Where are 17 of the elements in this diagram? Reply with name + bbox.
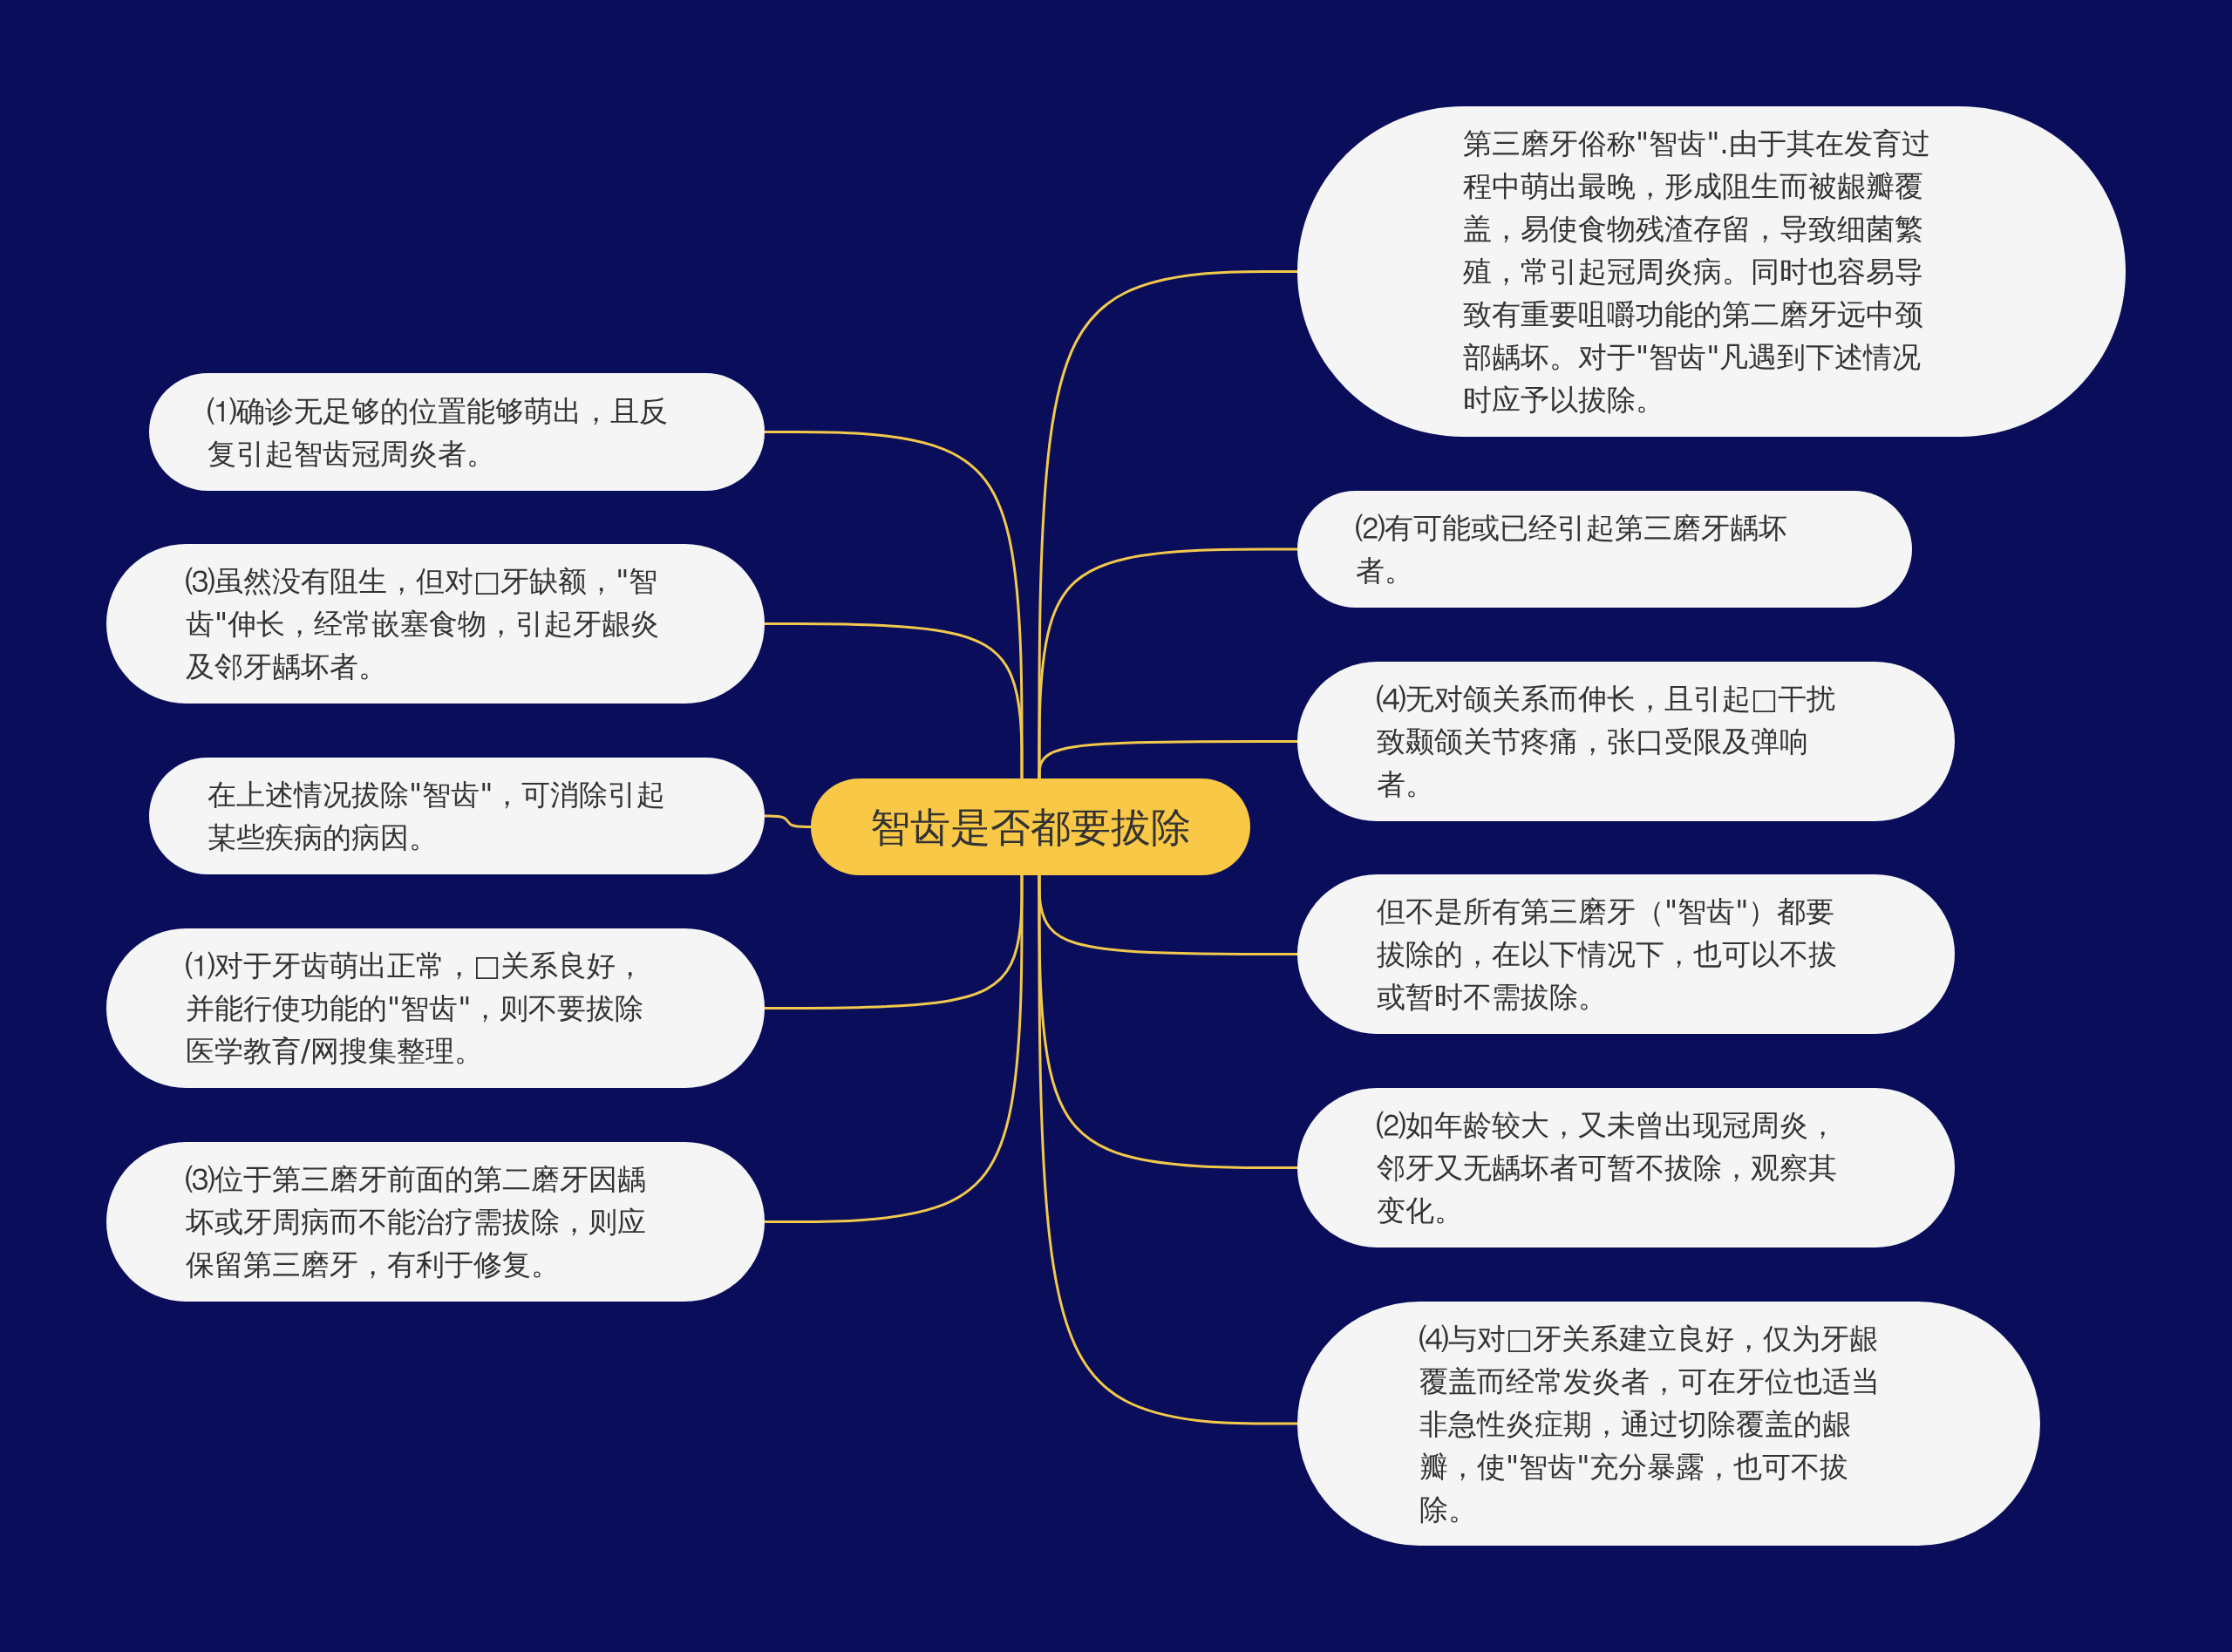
topic-text: ⑵如年龄较大，又未曾出现冠周炎，邻牙又无龋坏者可暂不拔除，观察其变化。 bbox=[1377, 1107, 1838, 1229]
connector-line bbox=[765, 814, 811, 828]
connector-line bbox=[1038, 875, 1297, 1425]
topic-text: ⑷无对颌关系而伸长，且引起□干扰致颞颌关节疼痛，张口受限及弹响者。 bbox=[1377, 681, 1837, 803]
topic-text: ⑶位于第三磨牙前面的第二磨牙因龋坏或牙周病而不能治疗需拔除，则应保留第三磨牙，有利于修复。 bbox=[186, 1161, 647, 1283]
topic-text: 但不是所有第三磨牙（"智齿"）都要拔除的，在以下情况下，也可以不拔或暂时不需拔除。 bbox=[1377, 894, 1838, 1016]
topic-text: 在上述情况拔除"智齿"，可消除引起某些疾病的病因。 bbox=[208, 777, 667, 856]
topic-text: ⑵有可能或已经引起第三磨牙龋坏者。 bbox=[1356, 510, 1788, 589]
topic-text: ⑷与对□牙关系建立良好，仅为牙龈覆盖而经常发炎者，可在牙位也适当非急性炎症期，通过切除覆盖的龈瓣，使"智齿"充分暴露，也可不拔除。 bbox=[1419, 1320, 1881, 1528]
connector-line bbox=[765, 622, 1024, 778]
central-topic-text: 智齿是否都要拔除 bbox=[870, 802, 1191, 852]
topic-text: ⑴确诊无足够的位置能够萌出，且反复引起智齿冠周炎者。 bbox=[208, 392, 669, 472]
connector-line bbox=[765, 875, 1024, 1223]
topic-text: ⑶虽然没有阻生，但对□牙缺额，"智齿"伸长，经常嵌塞食物，引起牙龈炎及邻牙龋坏者。 bbox=[186, 563, 661, 685]
connector-line bbox=[1038, 740, 1297, 778]
topic-text: 第三磨牙俗称"智齿".由于其在发育过程中萌出最晚，形成阻生而被龈瓣覆盖，易使食物残渣存留，导致细菌繁殖，常引起冠周炎病。同时也容易导致有重要咀嚼功能的第二磨牙远中颈部龋坏。对于"智齿"凡遇到下述情况时应予以拔除。 bbox=[1463, 126, 1931, 418]
topic-text: ⑴对于牙齿萌出正常，□关系良好，并能行使功能的"智齿"，则不要拔除医学教育/网搜集整理。 bbox=[186, 948, 646, 1070]
